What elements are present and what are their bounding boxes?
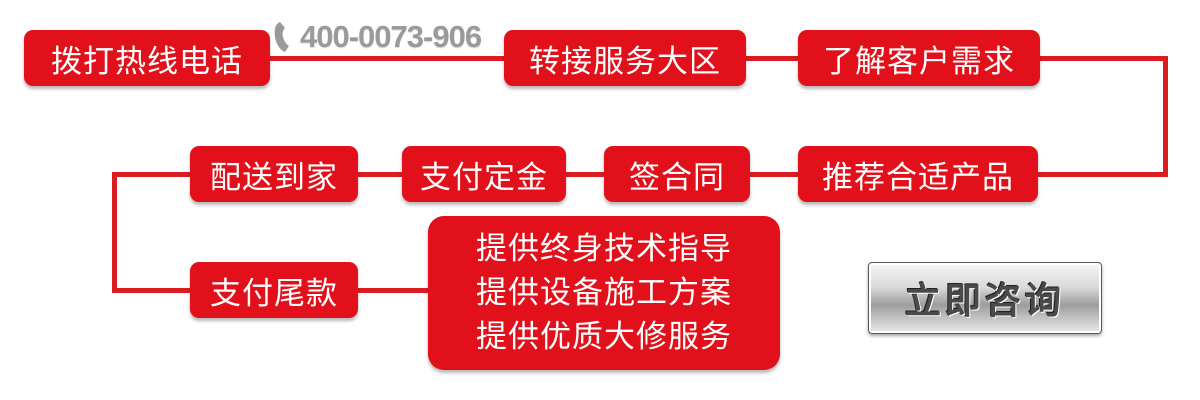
- consult-now-button[interactable]: 立即咨询: [868, 262, 1102, 334]
- service-item: 提供设备施工方案: [476, 275, 732, 311]
- step-pay-deposit: 支付定金: [402, 146, 566, 202]
- phone-icon: [274, 22, 289, 52]
- step-recommend-products: 推荐合适产品: [798, 146, 1038, 202]
- connector-right-vertical: [1163, 56, 1168, 177]
- step-sign-contract: 签合同: [604, 146, 750, 202]
- consult-now-label: 立即咨询: [904, 281, 1065, 322]
- step-transfer-region: 转接服务大区: [504, 30, 746, 86]
- step-understand-needs: 了解客户需求: [798, 30, 1040, 86]
- services-box: 提供终身技术指导 提供设备施工方案 提供优质大修服务: [428, 216, 780, 370]
- phone-number-text: 400-0073-906: [300, 19, 482, 54]
- service-item: 提供优质大修服务: [476, 319, 732, 355]
- connector-left-vertical: [112, 172, 117, 293]
- step-dial-hotline: 拨打热线电话: [24, 30, 270, 86]
- step-pay-balance: 支付尾款: [190, 262, 358, 318]
- hotline-number[interactable]: 400-0073-906: [272, 14, 482, 60]
- step-deliver-home: 配送到家: [190, 146, 358, 202]
- service-item: 提供终身技术指导: [476, 231, 732, 267]
